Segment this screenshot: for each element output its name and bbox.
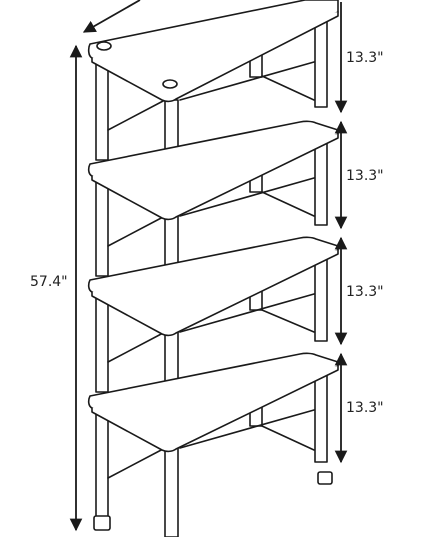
total-height-dimension: 57.4" [30,44,83,532]
shelf-spacing-label-1: 13.3" [346,50,384,66]
shelf-4 [87,352,339,453]
feet [93,471,333,531]
total-height-label: 57.4" [30,274,68,290]
inner-back-edges [107,61,315,479]
shelf-spacing-label-4: 13.3" [346,400,384,416]
shelf-top [87,0,339,103]
width-dimension-arrow [82,0,141,33]
shelf-spacing-label-2: 13.3" [346,168,384,184]
shelf-spacing-label-3: 13.3" [346,284,384,300]
shelf-3 [87,236,339,337]
back-post-right [314,11,328,463]
shelf-2 [87,120,339,221]
